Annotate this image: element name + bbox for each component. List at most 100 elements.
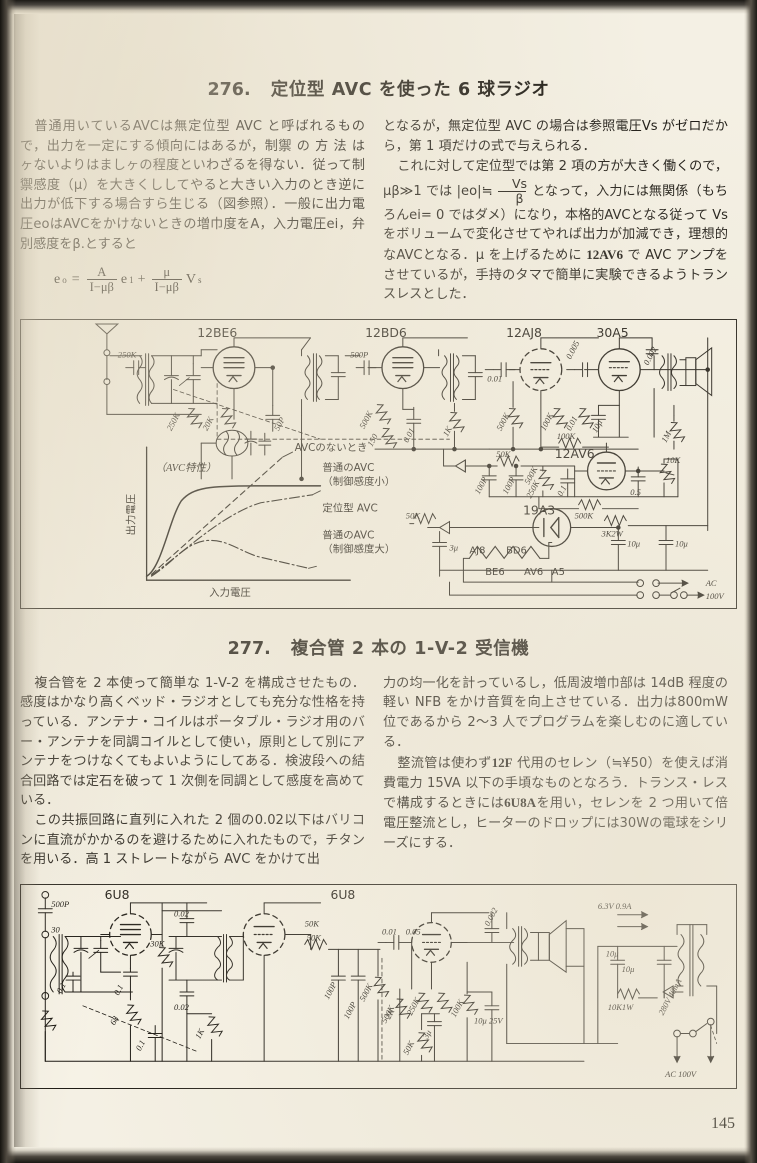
resistor-ground-277 — [40, 1010, 57, 1031]
graph-caption-avc: （AVC特性） — [156, 462, 217, 474]
mains-switch-bottom — [636, 587, 705, 599]
section-276-left-paragraph: 普通用いているAVCは無定位型 AVC と呼ばれるもので，出力を一定にする傾向に… — [20, 119, 365, 252]
tuning-capacitor-1 — [163, 355, 190, 404]
tube-label-6u8-second: 6U8 — [330, 888, 355, 902]
value-50k-avc: 50K — [496, 449, 512, 459]
graph-label-definite-avc: 定位型 AVC — [322, 501, 377, 514]
figure-276-svg: 12BE6 12BD6 12AJ8 30A5 12AV6 19A3 250K 2… — [94, 323, 726, 601]
resistor-250k-grid — [186, 407, 203, 429]
value-0p01-277: 0.01 — [382, 926, 397, 936]
curve-ordinary-avc-high — [151, 539, 310, 577]
tube-12aj8 — [519, 337, 599, 391]
value-10u-a: 10μ — [627, 538, 640, 548]
resistor-100k-a5 — [551, 407, 569, 429]
speaker-symbol-277 — [537, 919, 567, 973]
section-276-right-paragraph-1: となるが，無定位型 AVC の場合は参照電圧Vs がゼロだから，第 1 項だけの… — [383, 119, 728, 154]
value-30: 30 — [50, 924, 60, 934]
scan-edge-left — [0, 0, 16, 1163]
mains-label-277: AC 100V — [664, 1069, 698, 1079]
tube-ref-12av6: 12AV6 — [586, 246, 624, 262]
scan-edge-top — [0, 0, 757, 14]
trimmer-capacitor-277 — [80, 935, 122, 973]
value-100k-avc-line: 100K — [557, 431, 577, 441]
speaker-symbol — [685, 346, 713, 397]
graph-label-ordinary-avc-low-note: （制御感度小） — [322, 475, 395, 488]
ift-transformer-2 — [438, 349, 483, 402]
page-number: 145 — [711, 1115, 735, 1132]
heater-label-a5: A5 — [552, 567, 565, 578]
value-10k1w: 10K1W — [608, 1001, 634, 1011]
tube-ref-6u8a: 6U8A — [504, 795, 537, 811]
scan-edge-right — [744, 0, 757, 1163]
graph-label-ordinary-avc-high-note: （制御感度大） — [322, 542, 395, 555]
tube-label-12bd6: 12BD6 — [365, 325, 407, 340]
resistor-0p01-a5 — [577, 407, 595, 429]
section-276-columns: 普通用いているAVCは無定位型 AVC と呼ばれるもので，出力を一定にする傾向に… — [20, 117, 737, 305]
resistor-500k-feedback — [578, 498, 601, 511]
resistor-10k1w — [617, 987, 640, 1000]
vs-beta-denominator: β — [498, 190, 527, 206]
value-500p-277: 500P — [51, 898, 69, 908]
avc-graph-axes — [145, 446, 351, 581]
resistor-500k-bd6 — [375, 403, 392, 425]
capacitor-0p5 — [630, 466, 646, 498]
section-277-right-paragraph-2: 整流管は使わず12F 代用のセレン（≒¥50）を使えば消費電力 15VA 以下の… — [383, 753, 728, 853]
resistor-50k-psu — [413, 512, 437, 525]
right-p2-part-a: これに対して定位型では第 2 項の方が大きく働くので，μβ≫1 では |eo|≒ — [383, 159, 728, 199]
section-276-number: 276. — [207, 80, 251, 100]
value-250k-input: 250K — [118, 349, 138, 359]
value-1k-277: 1K — [193, 1025, 207, 1040]
capacitor-0p002-out — [618, 337, 659, 356]
value-250k: 250K — [405, 994, 423, 1016]
value-0p05: 0.05 — [406, 926, 421, 936]
formula-term2-numerator: μ — [163, 265, 171, 280]
tube-label-19a3: 19A3 — [523, 502, 555, 517]
figure-276-schematic: 12BE6 12BD6 12AJ8 30A5 12AV6 19A3 250K 2… — [20, 318, 737, 609]
value-280v-40ma: 280V 40mA — [656, 976, 684, 1016]
formula-lhs: e — [54, 271, 61, 287]
value-68: 68 — [108, 1013, 121, 1026]
value-0p02-top: 0.02 — [174, 908, 190, 918]
capacitor-0p02-top — [179, 909, 195, 937]
graph-x-axis-label: 入力電圧 — [209, 586, 251, 599]
potentiometer-10k — [659, 458, 676, 498]
value-10u-b: 10μ — [675, 538, 688, 548]
formula-equals: = — [71, 271, 80, 287]
capacitor-0p005 — [574, 361, 589, 377]
formula-term2-variable: V — [185, 271, 196, 287]
graph-label-ordinary-avc-high: 普通のAVC — [322, 528, 374, 541]
curve-definite-avc — [145, 484, 322, 577]
value-0p5: 0.5 — [630, 487, 641, 497]
capacitor-10u-277b — [656, 945, 672, 999]
capacitor-0p1-av6 — [560, 468, 576, 498]
resistor-500k-277 — [373, 976, 390, 997]
heater-supply-label: 6.3V 0.9A — [598, 900, 632, 910]
formula-lhs-sub: o — [62, 274, 67, 285]
capacitor-bypass-a5 — [591, 404, 606, 438]
resistor-500k-b — [436, 992, 453, 1013]
section-277-right-paragraph-1: 力の均一化を計っているし，低周波増巾部は 14dB 程度の軽い NFB をかけ音… — [383, 675, 728, 750]
heater-label-bd6: BD6 — [506, 545, 527, 556]
value-500k-bd6: 500K — [357, 408, 375, 430]
section-277-left-paragraph-1: 複合管を 2 本使って簡単な 1-V-2 を構成させたもの．感度はかなり高くベッ… — [20, 675, 365, 809]
value-3k2w: 3K2W — [600, 528, 623, 538]
capacitor-3u — [432, 530, 448, 577]
resistor-500k-250k — [537, 465, 555, 498]
value-50k-277b: 50K — [401, 1038, 417, 1056]
value-500k-aj8: 500K — [494, 410, 512, 432]
tube-label-12av6: 12AV6 — [555, 446, 595, 461]
capacitor-0p002-277 — [484, 911, 500, 943]
capacitor-0p01-277 — [385, 934, 413, 950]
capacitor-0p01-aj8 — [492, 361, 516, 377]
capacitor-250k-input — [125, 359, 147, 375]
value-500k-fb: 500K — [575, 510, 595, 520]
value-1k-bd6: 1K — [440, 423, 454, 438]
ift2-cap — [467, 355, 483, 400]
right277-part-b: 代用のセレン（≒¥50）を使えば消費電力 15VA 以下の手頃なものとなろう．ト… — [383, 756, 729, 812]
mains-label-ac: AC — [705, 578, 717, 588]
mains-label-100v: 100V — [706, 591, 726, 601]
figure-277-schematic: 6U8 6U8 500P 30 0.1 0.1 68 30K 0.02 0.02… — [20, 883, 737, 1089]
bar-antenna-coil — [49, 933, 82, 995]
capacitor-10u-b — [658, 524, 674, 571]
value-50k-psu: 50K — [406, 510, 422, 520]
